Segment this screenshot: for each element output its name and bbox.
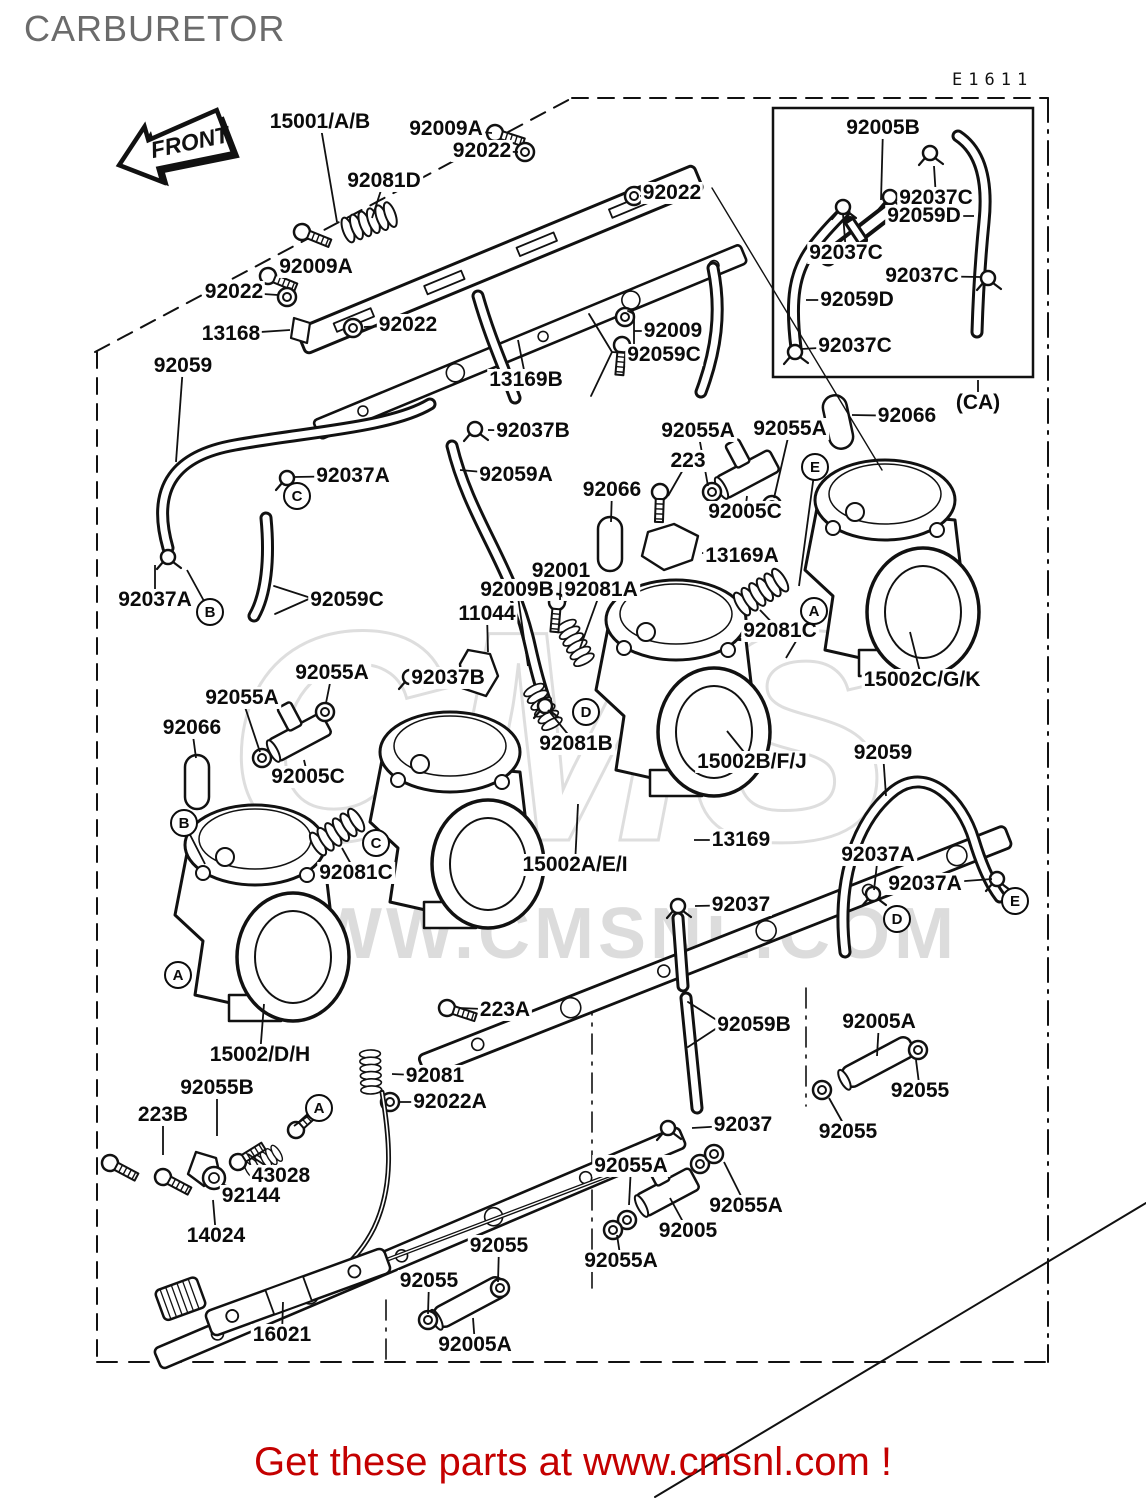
part-label: 223B	[135, 1102, 191, 1127]
part-label: 92055A	[203, 685, 281, 710]
part-label: 92081A	[562, 577, 640, 602]
part-label: 92059D	[885, 203, 963, 228]
inset-box-ca	[771, 106, 1035, 379]
part-label: 92059C	[308, 587, 386, 612]
part-label: 92022A	[411, 1089, 489, 1114]
part-label: 15002B/F/J	[695, 749, 809, 774]
part-label: 92081C	[741, 618, 819, 643]
part-label: 92066	[580, 477, 644, 502]
part-label: 92055	[888, 1078, 952, 1103]
part-label: 92037C	[897, 185, 975, 210]
part-label: 92081B	[537, 731, 615, 756]
part-label: 92009B	[478, 577, 556, 602]
part-label: 92022	[640, 180, 704, 205]
part-label: 92144	[219, 1183, 283, 1208]
part-label: 223	[668, 448, 708, 473]
part-label: 13169A	[703, 543, 781, 568]
callout-circle-c: C	[283, 482, 311, 510]
part-label: 92037A	[116, 587, 194, 612]
part-label: 92081	[403, 1063, 467, 1088]
part-label: 92055B	[178, 1075, 256, 1100]
part-label: 13168	[199, 321, 263, 346]
part-label: 92059	[151, 353, 215, 378]
part-label: 92037	[711, 1112, 775, 1137]
part-label: 92055A	[293, 660, 371, 685]
part-label: 92055	[467, 1233, 531, 1258]
callout-circle-e: E	[1001, 887, 1029, 915]
part-label: 92081C	[317, 860, 395, 885]
front-arrow: FRONT	[115, 107, 240, 187]
footer-banner: Get these parts at www.cmsnl.com !	[0, 1440, 1146, 1485]
callout-circle-b: B	[170, 809, 198, 837]
part-label: 92037C	[807, 240, 885, 265]
callout-circle-b: B	[196, 598, 224, 626]
part-label: 16021	[250, 1322, 314, 1347]
part-label: 13169	[709, 827, 773, 852]
part-label: 92005A	[436, 1332, 514, 1357]
part-label: 92055A	[592, 1153, 670, 1178]
part-label: (CA)	[953, 390, 1003, 415]
part-label: 15001/A/B	[267, 109, 373, 134]
part-label: 15002C/G/K	[861, 667, 983, 692]
part-label: 92037A	[314, 463, 392, 488]
part-label: 92059B	[715, 1012, 793, 1037]
part-label: 92055A	[707, 1193, 785, 1218]
part-label: 92005	[656, 1218, 720, 1243]
frame-borders	[94, 97, 1146, 1498]
throttle-cable	[154, 1089, 636, 1337]
part-label: 92022	[450, 138, 514, 163]
part-label: 92037C	[883, 263, 961, 288]
part-label: 15002A/E/I	[520, 852, 630, 877]
part-label: 92005C	[269, 764, 347, 789]
part-label: 92037B	[409, 665, 487, 690]
part-label: 92009A	[407, 116, 485, 141]
part-label: 14024	[184, 1223, 248, 1248]
part-label: 92055	[397, 1268, 461, 1293]
part-label: 92009	[641, 318, 705, 343]
callout-circle-a: A	[305, 1094, 333, 1122]
part-label: 92005C	[706, 499, 784, 524]
part-label: 92037C	[816, 333, 894, 358]
part-label: 92059	[851, 740, 915, 765]
part-label: 92066	[875, 403, 939, 428]
part-label: 13169B	[487, 367, 565, 392]
callout-circle-c: C	[362, 829, 390, 857]
part-label: 92037	[709, 892, 773, 917]
part-label: 43028	[249, 1163, 313, 1188]
part-label: 92022	[376, 312, 440, 337]
part-label: 92009A	[277, 254, 355, 279]
part-label: 92037A	[886, 871, 964, 896]
part-label: 223A	[477, 997, 533, 1022]
callout-circle-d: D	[883, 905, 911, 933]
part-label: 92055A	[659, 418, 737, 443]
part-label: 92037A	[839, 842, 917, 867]
part-label: 92059A	[477, 462, 555, 487]
part-label: 92005A	[840, 1009, 918, 1034]
callout-circle-d: D	[572, 698, 600, 726]
part-label: 92022	[202, 279, 266, 304]
callout-circle-a: A	[800, 597, 828, 625]
part-label: 92037B	[494, 418, 572, 443]
part-label: 92059C	[625, 342, 703, 367]
part-label: 92005B	[844, 115, 922, 140]
footer-link[interactable]: Get these parts at www.cmsnl.com !	[254, 1440, 892, 1484]
part-label: 92055A	[582, 1248, 660, 1273]
part-label: 92001	[529, 558, 593, 583]
part-label: 92066	[160, 715, 224, 740]
part-label: 92055	[816, 1119, 880, 1144]
page-title: CARBURETOR	[24, 8, 286, 49]
part-label: 11044	[456, 601, 518, 626]
part-label: 92055A	[751, 416, 829, 441]
callout-circle-a: A	[164, 961, 192, 989]
part-label: 15002/D/H	[207, 1042, 313, 1067]
part-label: 92059D	[818, 287, 896, 312]
part-label: 92081D	[345, 168, 423, 193]
callout-circle-e: E	[801, 453, 829, 481]
diagram-code: E1611	[952, 70, 1034, 90]
